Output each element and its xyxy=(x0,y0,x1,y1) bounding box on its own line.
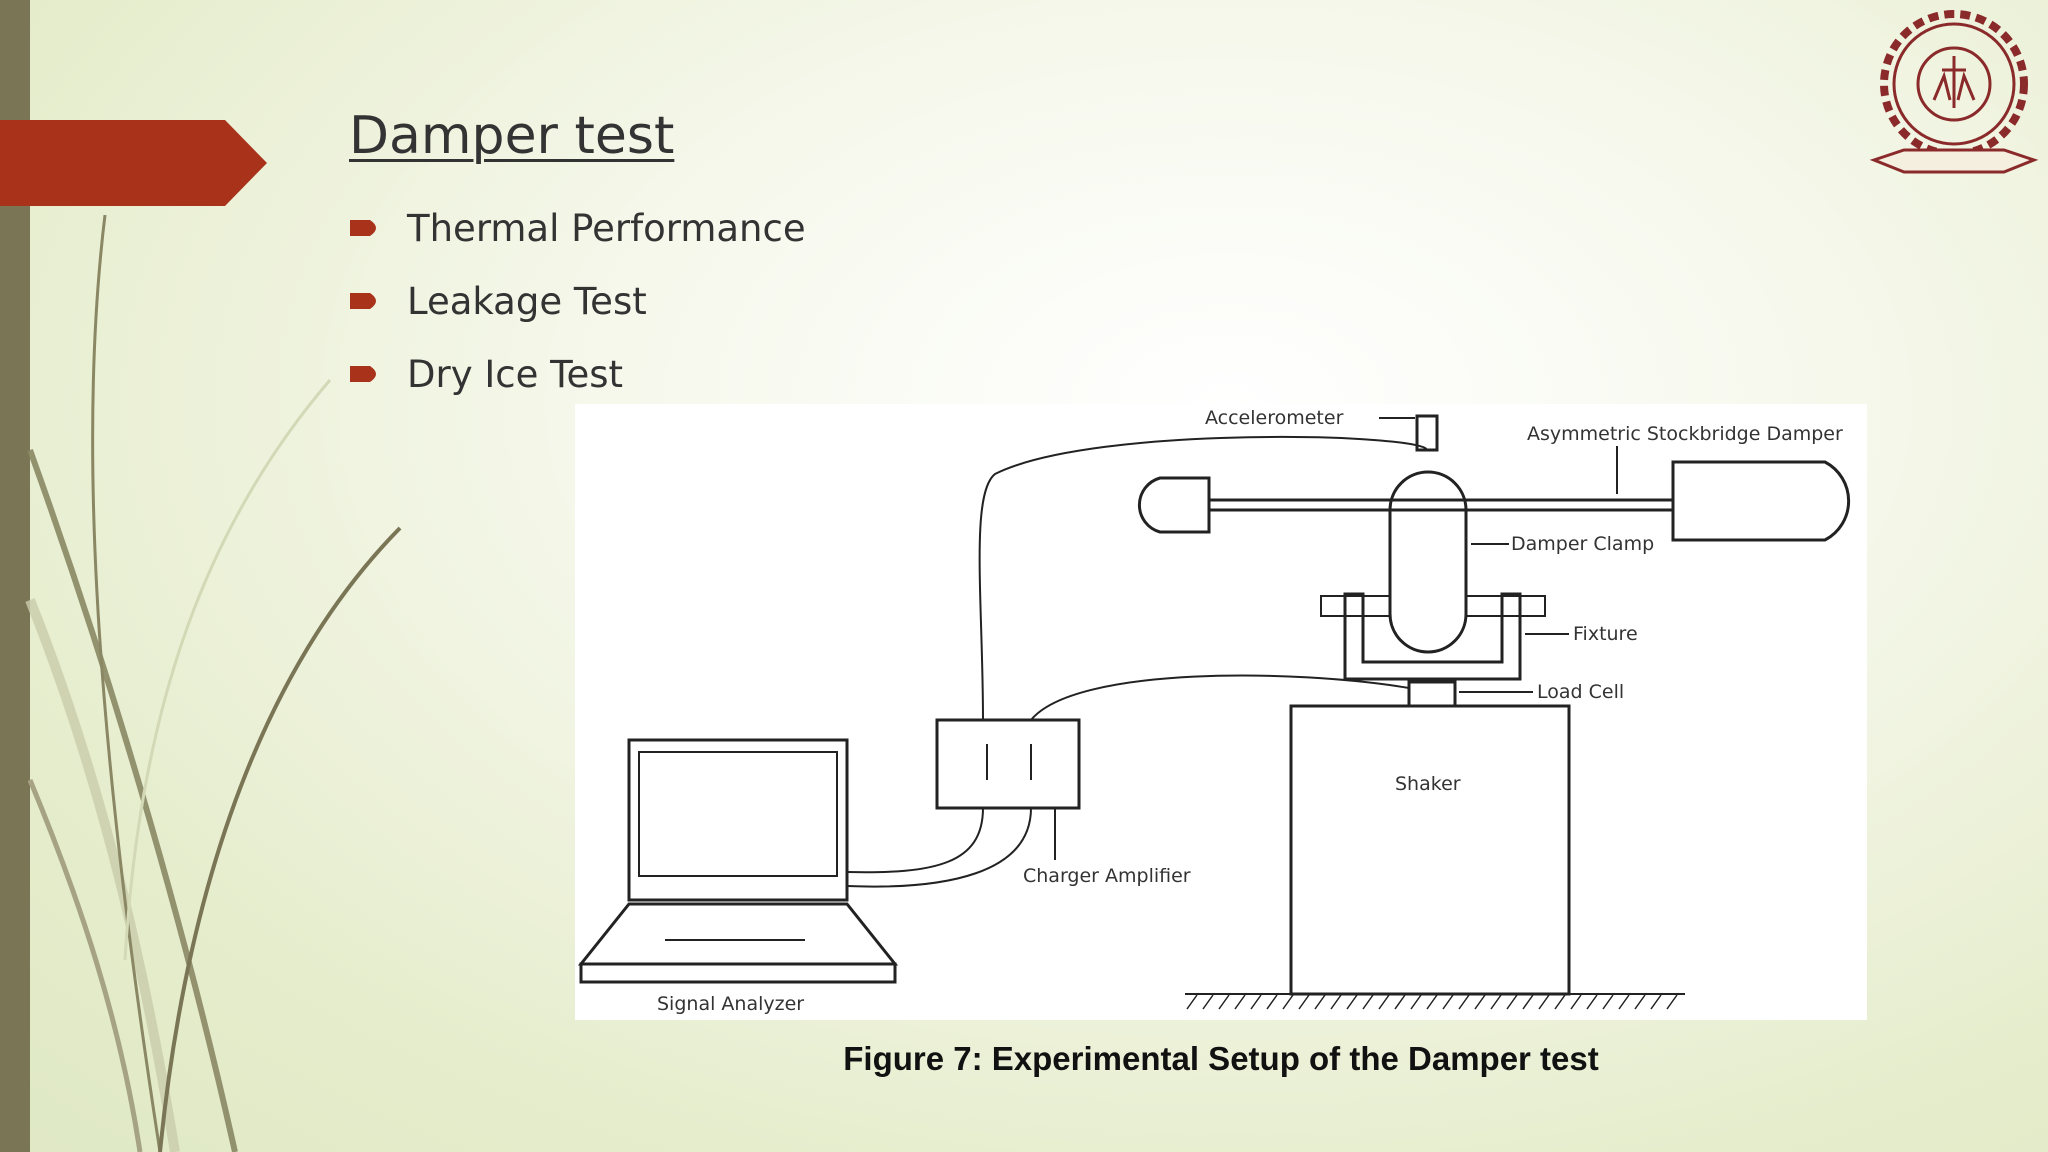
bullet-arrow-icon xyxy=(350,293,376,309)
experimental-setup-figure: Accelerometer Asymmetric Stockbridge Dam… xyxy=(575,404,1867,1020)
damper-test-diagram: Accelerometer Asymmetric Stockbridge Dam… xyxy=(577,407,1851,1015)
damper-clamp xyxy=(1388,470,1468,654)
stockbridge-damper-label: Asymmetric Stockbridge Damper xyxy=(1527,423,1843,445)
load-cell-label: Load Cell xyxy=(1537,681,1624,703)
bullet-text: Leakage Test xyxy=(407,280,647,323)
figure-caption: Figure 7: Experimental Setup of the Damp… xyxy=(843,1040,1599,1077)
bullet-text: Thermal Performance xyxy=(407,207,806,250)
shaker-block xyxy=(1289,704,1571,996)
bullet-arrow-icon xyxy=(350,366,376,382)
accelerometer-label: Accelerometer xyxy=(1205,407,1344,429)
left-damper-mass xyxy=(1137,476,1211,534)
bullet-item: Leakage Test xyxy=(350,265,806,338)
accelerometer xyxy=(1415,414,1439,452)
bullet-list: Thermal Performance Leakage Test Dry Ice… xyxy=(350,192,806,411)
fixture-label: Fixture xyxy=(1573,623,1638,645)
bullet-item: Dry Ice Test xyxy=(350,338,806,411)
right-damper-mass xyxy=(1671,460,1851,542)
bullet-arrow-icon xyxy=(350,220,376,236)
charge-amplifier xyxy=(935,718,1081,810)
institute-logo xyxy=(1869,10,2039,174)
slide-title: Damper test xyxy=(349,106,675,166)
charge-amplifier-label: Charger Amplifier xyxy=(1023,865,1191,887)
load-cell xyxy=(1407,680,1457,708)
bullet-text: Dry Ice Test xyxy=(407,353,624,396)
laptop-screen xyxy=(627,738,849,902)
decorative-grass-strokes xyxy=(25,214,402,1152)
signal-analyzer-label: Signal Analyzer xyxy=(657,993,804,1015)
damper-clamp-label: Damper Clamp xyxy=(1511,533,1654,555)
laptop-keyboard xyxy=(577,902,899,966)
title-ribbon-arrow xyxy=(0,120,267,206)
shaker-label: Shaker xyxy=(1395,773,1461,795)
bullet-item: Thermal Performance xyxy=(350,192,806,265)
